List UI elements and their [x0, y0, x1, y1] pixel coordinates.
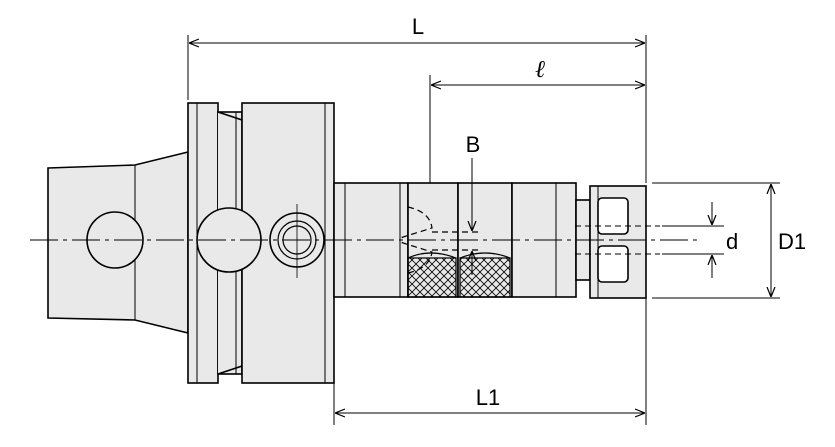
label-D1: D1 — [778, 229, 806, 254]
internal-bore-hidden — [399, 206, 482, 274]
knurl-band-2 — [459, 257, 511, 298]
knurl-band-1 — [407, 257, 457, 298]
collet-bore-lines — [575, 225, 660, 255]
collet-nut — [589, 185, 647, 299]
knurl-band-edges — [407, 252, 511, 259]
label-d: d — [726, 229, 738, 254]
extension-lines — [187, 35, 780, 425]
label-B: B — [466, 132, 481, 157]
label-L: L — [412, 14, 424, 39]
label-L1: L1 — [476, 385, 500, 410]
label-gauge-length: ℓ — [535, 57, 545, 83]
